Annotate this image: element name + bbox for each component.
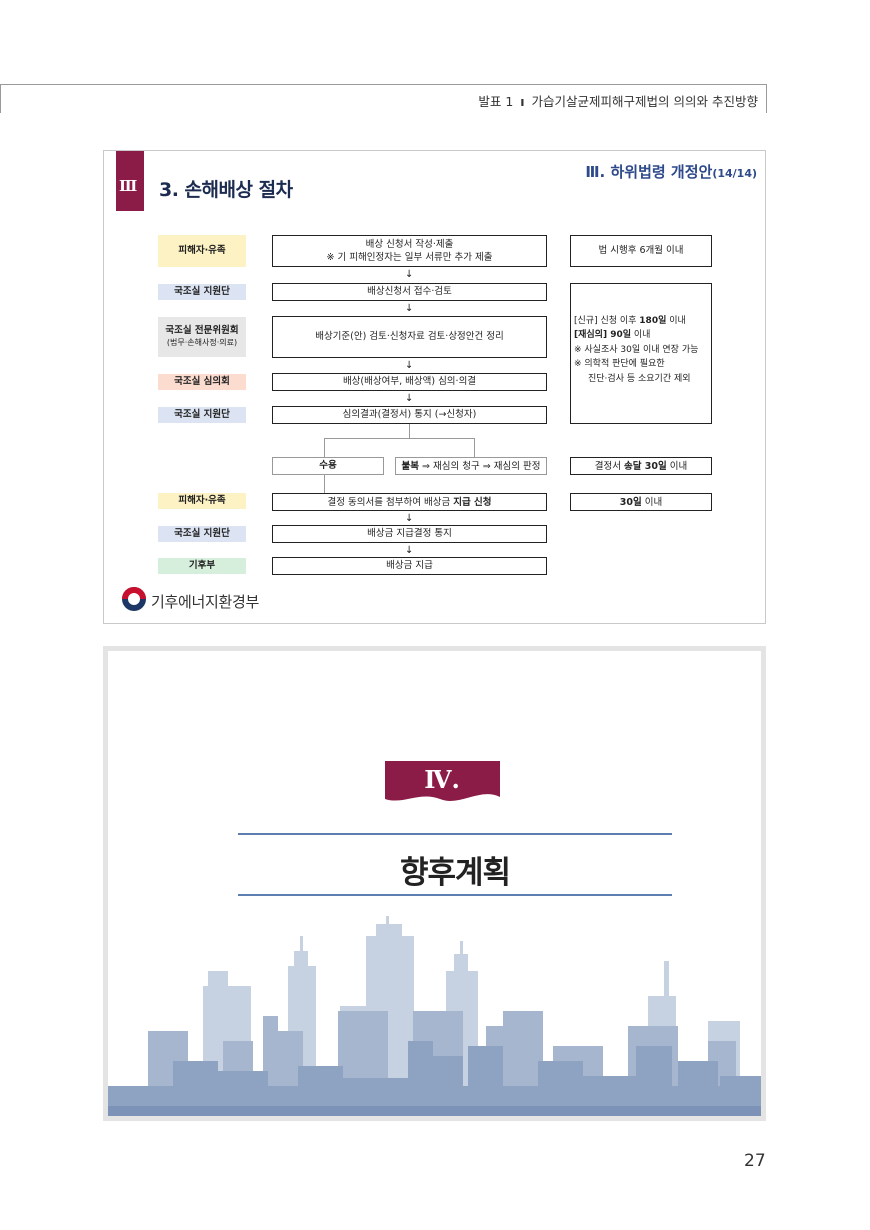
step-deliberation: 배상(배상여부, 배상액) 심의·의결 — [272, 373, 547, 391]
section-label-text: Ⅲ. 하위법령 개정안 — [585, 163, 713, 181]
slide-damage-compensation: Ⅲ 3. 손해배상 절차 Ⅲ. 하위법령 개정안(14/14) 피해자·유족 국… — [103, 150, 766, 624]
down-arrow-icon: ↓ — [405, 513, 414, 524]
step-text-bold: 지급 신청 — [453, 497, 492, 508]
section-banner-numeral: Ⅳ. — [424, 765, 460, 794]
section-flag: Ⅲ — [116, 151, 144, 211]
reexam-tail: 이내 — [631, 330, 651, 341]
step-application-submit: 배상 신청서 작성·제출 ※ 기 피해인정자는 일부 서류만 추가 제출 — [272, 235, 547, 267]
deadline-law-enforcement: 법 시행후 6개월 이내 — [570, 235, 712, 267]
deadline-note: ※ 의학적 판단에 필요한 — [574, 359, 665, 370]
section-banner-icon: Ⅳ. — [385, 761, 500, 801]
new-tag: [신규] — [574, 316, 598, 326]
committee-name: 국조실 전문위원회 — [165, 325, 239, 337]
down-arrow-icon: ↓ — [405, 360, 414, 371]
committee-note: (법무·손해사정·의료) — [166, 338, 238, 347]
step-note: ※ 기 피해인정자는 일부 서류만 추가 제출 — [326, 252, 493, 263]
header-divider — [0, 85, 1, 113]
reexam-tag: [재심의] — [574, 330, 608, 341]
title-rule-bottom — [238, 894, 672, 896]
deadline-new: [신규] 신청 이후 180일 이내 — [574, 314, 705, 328]
new-text: 신청 이후 — [597, 316, 640, 326]
header-part: 발표 1 — [478, 94, 514, 109]
decision-bold: 송달 30일 — [624, 461, 667, 472]
ministry-logo-text: 기후에너지환경부 — [151, 593, 260, 611]
decision-text: 결정서 — [594, 461, 624, 472]
slide-future-plan: Ⅳ. 향후계획 — [103, 646, 766, 1121]
deadline-decision-delivery: 결정서 송달 30일 이내 — [570, 457, 712, 475]
new-tail: 이내 — [666, 316, 686, 326]
header-separator: ı — [520, 94, 525, 109]
header-title: 가습기살균제피해구제법의 의의와 추진방향 — [531, 94, 758, 109]
step-payment-request: 결정 동의서를 첨부하여 배상금 지급 신청 — [272, 493, 547, 511]
slide-title: 3. 손해배상 절차 — [159, 179, 293, 201]
page-indicator: (14/14) — [712, 167, 757, 180]
label-climate-ministry: 기후부 — [158, 558, 246, 574]
slide-title: 향후계획 — [399, 855, 511, 891]
down-arrow-icon: ↓ — [405, 303, 414, 314]
title-rule-top — [238, 833, 672, 835]
label-expert-committee: 국조실 전문위원회 (법무·손해사정·의료) — [158, 317, 246, 357]
deadline-reexam: [재심의] 90일 이내 — [574, 328, 705, 342]
connector-line — [324, 438, 474, 439]
step-payment: 배상금 지급 — [272, 557, 547, 575]
deadline-payment: 30일 이내 — [570, 493, 712, 511]
page-number: 27 — [744, 1151, 766, 1171]
label-victim-family: 피해자·유족 — [158, 235, 246, 267]
label-victim-family: 피해자·유족 — [158, 493, 246, 509]
step-result-notice: 심의결과(결정서) 통지 (→신청자) — [272, 406, 547, 424]
city-skyline-illustration — [108, 916, 761, 1116]
label-support-team: 국조실 지원단 — [158, 526, 246, 542]
label-support-team: 국조실 지원단 — [158, 284, 246, 300]
deadline-note: 진단·검사 등 소요기간 제외 — [588, 373, 691, 384]
appeal-bold: 불복 — [401, 461, 420, 472]
branch-appeal: 불복 ⇒ 재심의 청구 ⇒ 재심의 판정 — [395, 457, 547, 475]
connector-line — [324, 438, 325, 457]
appeal-text: ⇒ 재심의 청구 ⇒ 재심의 판정 — [419, 461, 541, 472]
running-header-text: 발표 1 ı 가습기살균제피해구제법의 의의와 추진방향 — [478, 91, 758, 110]
connector-line — [409, 424, 410, 438]
connector-line — [474, 438, 475, 457]
down-arrow-icon: ↓ — [405, 269, 414, 280]
step-text: 배상 신청서 작성·제출 — [365, 238, 454, 250]
payment-tail: 이내 — [641, 497, 663, 508]
label-deliberation-council: 국조실 심의회 — [158, 374, 246, 390]
reexam-days: 90일 — [607, 330, 632, 341]
step-criteria-review: 배상기준(안) 검토·신청자료 검토·상정안건 정리 — [272, 316, 547, 358]
new-days: 180일 — [639, 316, 667, 326]
deadline-note: ※ 사실조사 30일 이내 연장 가능 — [574, 344, 699, 355]
step-payment-decision: 배상금 지급결정 통지 — [272, 525, 547, 543]
section-numeral: Ⅲ — [119, 177, 137, 195]
deadline-review-period: [신규] 신청 이후 180일 이내 [재심의] 90일 이내 ※ 사실조사 3… — [570, 283, 712, 424]
step-application-review: 배상신청서 접수·검토 — [272, 283, 547, 301]
branch-accept: 수용 — [272, 457, 384, 475]
label-support-team: 국조실 지원단 — [158, 407, 246, 423]
down-arrow-icon: ↓ — [405, 545, 414, 556]
ministry-emblem-icon — [122, 587, 146, 611]
connector-line — [324, 475, 325, 493]
slide-section-label: Ⅲ. 하위법령 개정안(14/14) — [585, 161, 757, 182]
down-arrow-icon: ↓ — [405, 393, 414, 404]
running-header: 발표 1 ı 가습기살균제피해구제법의 의의와 추진방향 — [0, 84, 767, 113]
payment-bold: 30일 — [619, 497, 642, 508]
decision-tail: 이내 — [666, 461, 688, 472]
step-text: 결정 동의서를 첨부하여 배상금 — [327, 497, 454, 508]
